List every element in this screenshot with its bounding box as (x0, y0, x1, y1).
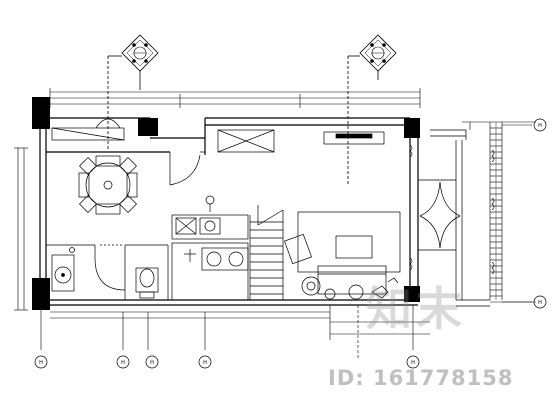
grid-bubble-label: H (150, 360, 154, 366)
stair-core (171, 195, 284, 301)
grid-bubble-bottom-3: H (145, 355, 159, 369)
grid-bubble-label: H (538, 300, 542, 306)
bottom-grid-lines (40, 305, 430, 360)
living-area (284, 211, 401, 300)
grid-bubble-bottom-5: H (406, 355, 420, 369)
wall-ornaments (409, 144, 495, 275)
exterior-walls (39, 117, 419, 306)
entrance-area (418, 129, 490, 307)
top-left-cabinet (51, 118, 125, 141)
watermark-logo: 知末 (366, 282, 466, 336)
left-dimension-lines (14, 147, 28, 311)
index-symbol-right (347, 34, 397, 185)
grid-bubble-right-top: H (533, 118, 547, 132)
grid-bubble-label: H (39, 360, 43, 366)
grid-bubble-right-bottom: H (533, 295, 547, 309)
grid-bubble-bottom-4: H (198, 355, 212, 369)
right-grid-lines (502, 124, 532, 303)
watermark-id: ID: 161778158 (328, 366, 514, 390)
grid-bubble-label: H (203, 360, 207, 366)
top-wall-units (217, 129, 385, 153)
top-dimension-lines (49, 88, 421, 108)
grid-bubble-bottom-2: H (116, 355, 130, 369)
door-dining (169, 151, 205, 186)
grid-bubble-label: H (538, 123, 542, 129)
balcony-railing (462, 121, 536, 303)
columns (32, 97, 420, 310)
grid-bubble-bottom-1: H (34, 355, 48, 369)
index-symbol-left (107, 34, 159, 150)
bathroom (46, 244, 169, 300)
grid-bubble-label: H (411, 360, 415, 366)
dining-set (78, 155, 138, 215)
grid-bubble-label: H (121, 360, 125, 366)
